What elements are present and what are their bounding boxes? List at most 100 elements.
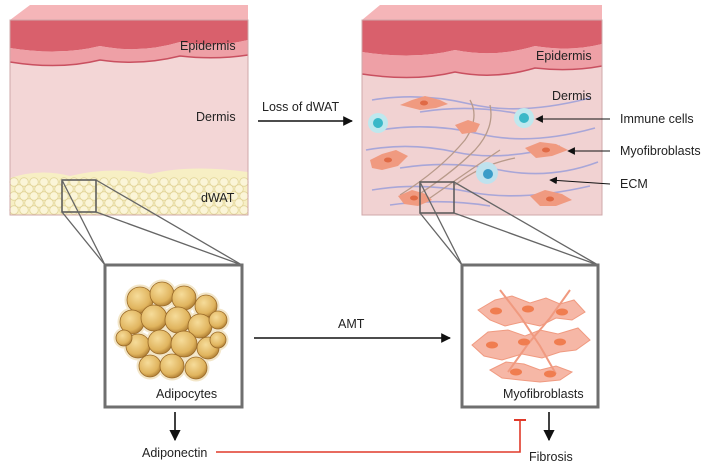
right-skin-block: Epidermis Dermis <box>361 5 603 216</box>
fat-bubble <box>34 184 44 194</box>
adipocyte-cluster <box>113 279 230 382</box>
fat-bubble <box>104 198 114 208</box>
fat-bubble <box>199 191 209 201</box>
adipocyte-cell <box>184 356 208 380</box>
left-dwat-label: dWAT <box>201 191 235 205</box>
fat-bubble <box>174 198 184 208</box>
fat-bubble <box>184 184 194 194</box>
right-epidermis-label: Epidermis <box>536 49 592 63</box>
adipocyte-cell <box>115 329 133 347</box>
fat-bubble <box>24 198 34 208</box>
adipocyte-cell <box>208 310 228 330</box>
fat-bubble <box>39 191 49 201</box>
fat-bubble <box>79 205 89 215</box>
fat-bubble <box>19 177 29 187</box>
fat-bubble <box>74 198 84 208</box>
right-skin-top-face <box>362 5 602 20</box>
immune-cell-nucleus <box>519 113 529 123</box>
myofibroblasts-zoom-box: Myofibroblasts <box>460 263 600 409</box>
fat-bubble <box>49 205 59 215</box>
adipocyte-cell <box>170 330 198 358</box>
fat-bubble <box>29 191 39 201</box>
fat-bubble <box>59 205 69 215</box>
fat-bubble <box>204 184 214 194</box>
adipocyte-cell <box>138 354 162 378</box>
tissue-myofibroblasts <box>370 96 572 206</box>
fat-bubble <box>219 191 229 201</box>
myofibroblast-cluster <box>471 289 591 383</box>
fat-bubble <box>164 198 174 208</box>
right-zoom-marker <box>419 181 455 214</box>
adipocytes-zoom-box: Adipocytes <box>103 263 244 409</box>
myofibroblasts-box-label: Myofibroblasts <box>503 387 584 401</box>
fat-bubble <box>219 205 229 215</box>
ecm-pointer <box>549 176 611 185</box>
fat-bubble <box>84 198 94 208</box>
left-dermis-label: Dermis <box>196 110 236 124</box>
fat-bubble <box>219 177 229 187</box>
fat-bubble <box>159 191 169 201</box>
right-basement-line <box>361 65 603 79</box>
tissue-immune-cells <box>368 108 534 184</box>
fat-bubble <box>144 184 154 194</box>
right-dermis-label: Dermis <box>552 89 592 103</box>
fat-bubble <box>54 198 64 208</box>
tissue-myofibroblast <box>455 120 480 134</box>
fat-bubble <box>149 177 159 187</box>
fat-bubble <box>234 184 244 194</box>
fat-bubble <box>99 205 109 215</box>
fat-bubble <box>39 205 49 215</box>
left-zoom-connectors <box>61 179 243 266</box>
fat-bubble <box>74 184 84 194</box>
fat-bubble <box>204 198 214 208</box>
fat-bubble <box>229 191 239 201</box>
fat-bubble <box>139 191 149 201</box>
fat-bubble <box>194 184 204 194</box>
loss-label: Loss of dWAT <box>262 100 339 114</box>
adipocyte-cell <box>147 329 173 355</box>
fat-bubble <box>209 191 219 201</box>
fat-bubble <box>44 184 54 194</box>
fat-bubble <box>54 184 64 194</box>
fat-bubble <box>24 184 34 194</box>
fat-bubble <box>84 184 94 194</box>
fat-bubble <box>79 191 89 201</box>
fat-bubble <box>194 198 204 208</box>
fat-bubble <box>129 205 139 215</box>
fat-bubble <box>224 184 234 194</box>
fat-bubble <box>139 177 149 187</box>
fat-bubble <box>214 184 224 194</box>
right-skin-outline <box>361 19 603 216</box>
fat-bubble <box>169 191 179 201</box>
fat-bubble <box>129 191 139 201</box>
fat-bubble <box>214 198 224 208</box>
fat-bubble <box>34 198 44 208</box>
fat-bubble <box>154 184 164 194</box>
fat-bubble <box>39 177 49 187</box>
fat-bubble <box>199 205 209 215</box>
left-basement-line <box>9 54 249 67</box>
adipocyte-cell <box>164 306 192 334</box>
fat-bubble <box>149 205 159 215</box>
fat-bubble <box>19 205 29 215</box>
fat-bubble <box>154 198 164 208</box>
fat-bubble <box>149 191 159 201</box>
fat-bubble <box>44 198 54 208</box>
right-epidermis-layer <box>362 20 602 56</box>
fat-bubble <box>189 177 199 187</box>
fat-bubble <box>179 191 189 201</box>
fat-bubble <box>239 205 249 215</box>
fat-bubble <box>94 184 104 194</box>
fat-bubble <box>109 205 119 215</box>
fat-bubble <box>209 205 219 215</box>
left-epidermis-layer <box>10 20 248 52</box>
adiponectin-label: Adiponectin <box>142 446 207 460</box>
fat-bubble <box>229 177 239 187</box>
fat-bubble <box>19 191 29 201</box>
immune-cell-nucleus <box>483 169 493 179</box>
tissue-myofibroblast-nucleus <box>542 147 550 153</box>
right-zoom-connectors <box>419 181 599 266</box>
fat-bubble <box>14 198 24 208</box>
fat-bubble <box>224 198 234 208</box>
